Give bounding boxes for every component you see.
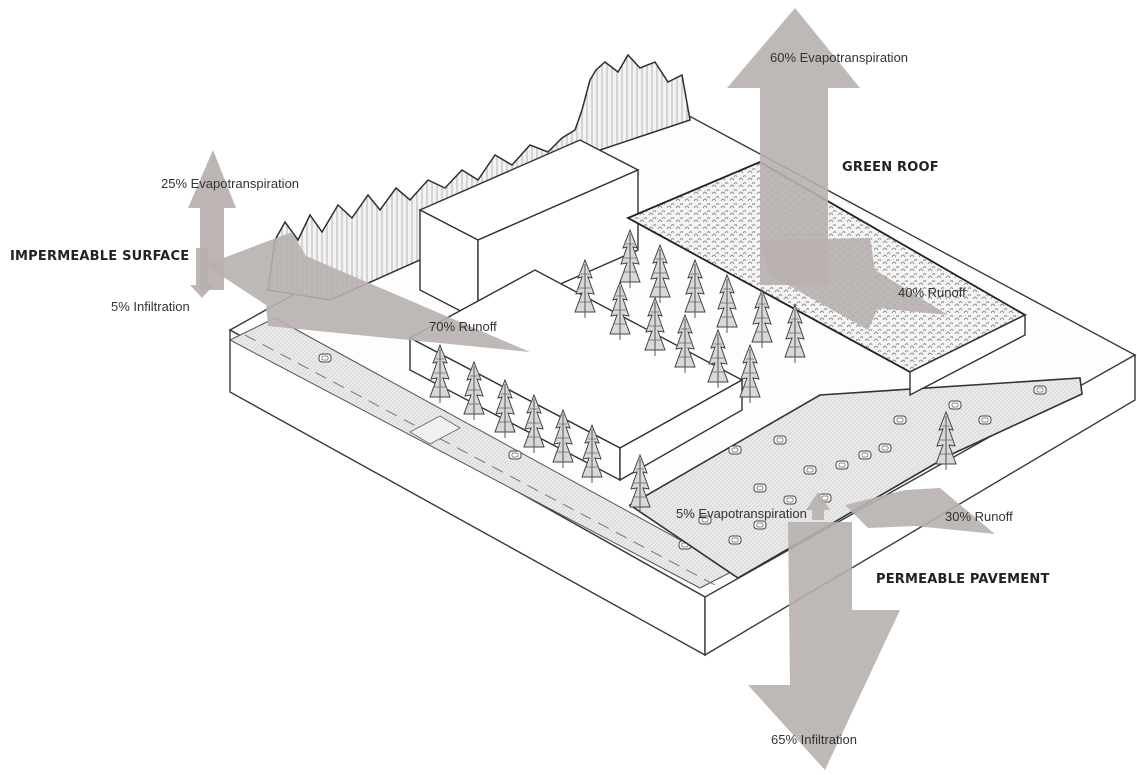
- flow-arrows: [188, 8, 995, 770]
- street: [228, 317, 737, 589]
- arrow-infiltration-impermeable: [190, 248, 214, 298]
- arrow-runoff-green-roof: [760, 238, 948, 330]
- impermeable-evapotranspiration-label: 25% Evapotranspiration: [161, 176, 300, 191]
- impermeable-surface-title: IMPERMEABLE SURFACE: [10, 249, 190, 264]
- arrow-evapotranspiration-permeable: [806, 492, 830, 520]
- permeable-infiltration-label: 65% Infiltration: [771, 732, 857, 747]
- permeable-pavement-title: PERMEABLE PAVEMENT: [876, 572, 1050, 587]
- permeable-runoff-label: 30% Runoff: [945, 509, 1013, 524]
- front-building: [408, 269, 744, 482]
- arrow-runoff-permeable: [845, 488, 995, 534]
- green-roof-evapotranspiration-label: 60% Evapotranspiration: [770, 50, 909, 65]
- arrow-evapotranspiration-green-roof: [727, 8, 860, 285]
- arrow-runoff-impermeable: [205, 232, 530, 352]
- permeable-evapotranspiration-label: 5% Evapotranspiration: [676, 506, 807, 521]
- arrow-infiltration-permeable: [748, 522, 900, 770]
- impermeable-runoff-label: 70% Runoff: [429, 319, 497, 334]
- hedge-line: [267, 53, 691, 301]
- impermeable-infiltration-label: 5% Infiltration: [111, 299, 190, 314]
- green-roof-title: GREEN ROOF: [842, 160, 939, 175]
- permeable-parking-lot: [628, 377, 1083, 579]
- green-roof-runoff-label: 40% Runoff: [898, 285, 966, 300]
